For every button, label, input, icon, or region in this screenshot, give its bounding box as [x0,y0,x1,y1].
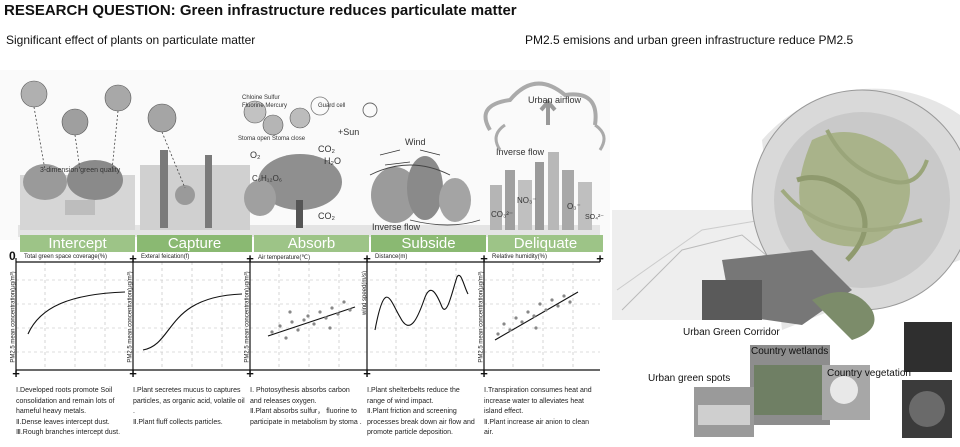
page-title: RESEARCH QUESTION: Green infrastructure … [4,2,517,19]
label-country-wetlands: Country wetlands [751,346,829,357]
subside-scene [369,149,481,226]
desc-deliquate: Ⅰ.Transpiration consumes heat and increa… [484,386,596,439]
intercept-scene [20,80,135,230]
svg-text:+: + [129,366,137,380]
stage-subside: Subside [371,235,486,252]
sun-label: +Sun [338,127,360,137]
subtitle-right: PM2.5 emisions and urban green infrastru… [525,33,854,47]
h2o-label: H₂O [324,156,341,166]
stage-absorb: Absorb [254,235,369,252]
desc-intercept-2: Ⅱ.Dense leaves intercept dust. [16,418,110,426]
svg-text:+: + [363,252,371,266]
absorb-scene [243,96,378,228]
glucose-label: C₆H₁₂O₆ [252,174,283,183]
desc-capture-1: Ⅰ.Plant secretes mucus to captures parti… [133,387,245,415]
desc-absorb: Ⅰ. Photosythesis absorbs carbon and rele… [250,386,362,428]
chart1-xlabel: Total green space coverage(%) [24,254,108,260]
chart3-xlabel: Air temperature(℃) [258,255,311,261]
chart2-xlabel: Exteral feication(f) [141,254,190,260]
desc-subside-1: Ⅰ.Plant shelterbelts reduce the range of… [367,387,460,405]
guard-cell-label: Guard cell [318,103,346,109]
label-urban-green-corridor: Urban Green Corridor [683,327,780,338]
deliquate-scene [483,81,606,230]
svg-text:+: + [480,252,488,266]
zero-label: 0 [9,249,16,263]
chart1-ylabel: PM2.5 mean concentration(μg/m³) [10,271,17,363]
desc-absorb-1: Ⅰ. Photosythesis absorbs carbon and rele… [250,387,350,405]
so4-label: SO₄²⁻ [585,214,604,221]
svg-text:+: + [246,252,254,266]
capture-scene [140,103,250,230]
svg-text:+: + [363,366,371,380]
chart5-ylabel: PM2.5 mean concentration(μg/m³) [478,271,485,363]
svg-text:+: + [596,252,604,266]
green-infrastructure-map [612,88,960,438]
co3-label: CO₃²⁻ [491,210,514,219]
stage-intercept: Intercept [20,235,135,252]
desc-intercept-3: Ⅲ.Rough branches intercept dust. [16,429,121,436]
desc-subside: Ⅰ.Plant shelterbelts reduce the range of… [367,386,479,439]
wind-label: Wind [405,137,426,147]
desc-capture: Ⅰ.Plant secretes mucus to captures parti… [133,386,245,428]
no3-label: NO₃⁻ [517,196,537,205]
inverse-flow-top-label: Inverse flow [496,147,545,157]
o3-label: O₃⁻ [567,202,581,211]
svg-text:+: + [480,366,488,380]
chart5-xlabel: Relative humidity(%) [492,254,548,260]
o2-label: O₂ [250,150,261,160]
co2-top-label: CO₂ [318,144,335,154]
quality-label: 3-dimension green quality [40,167,121,174]
desc-intercept-1: Ⅰ.Developed roots promote Soil consolida… [16,387,115,415]
illustration-strip [0,70,610,240]
inverse-flow-bottom-label: Inverse flow [372,222,421,232]
stage-deliquate: Deliquate [488,235,603,252]
desc-intercept: Ⅰ.Developed roots promote Soil consolida… [16,386,128,439]
svg-text:+: + [129,252,137,266]
co2-bottom-label: CO₂ [318,211,335,221]
label-urban-green-spots: Urban green spots [648,373,731,384]
label-country-vegetation: Country vegetation [827,368,911,379]
chart4-xlabel: Distance(m) [375,254,408,260]
urban-airflow-label: Urban airflow [528,95,582,105]
desc-deliquate-1: Ⅰ.Transpiration consumes heat and increa… [484,387,592,415]
chart2-ylabel: PM2.5 mean concentration(μg/m³) [127,271,134,363]
chart4-ylabel: wind speed(m/s) [362,270,369,316]
chart3-ylabel: PM2.5 mean concentration(μg/m³) [244,271,251,363]
charts-grid: + + + + + + + + + + [12,252,604,380]
stoma-label: Stoma open Stoma close [238,136,306,142]
svg-text:+: + [246,366,254,380]
desc-deliquate-2: Ⅱ.Plant increase air anion to clean air. [484,418,590,437]
svg-text:+: + [12,366,20,380]
desc-capture-2: Ⅱ.Plant fluff collects particles. [133,418,223,426]
pollutants-label-b: Fluorine Mercury [242,103,288,109]
stage-capture: Capture [137,235,252,252]
pollutants-label-a: Chloine Sulfur [242,95,280,101]
subtitle-left: Significant effect of plants on particul… [6,33,256,47]
desc-absorb-2: Ⅱ.Plant absorbs sulfur， fluorine to part… [250,408,362,426]
desc-subside-2: Ⅱ.Plant friction and screening processes… [367,408,475,436]
